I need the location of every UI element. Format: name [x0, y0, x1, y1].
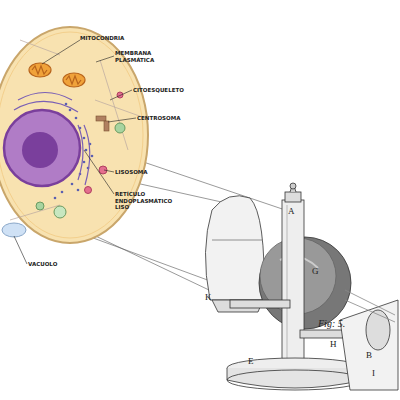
figure-number: Fig: 5.	[318, 318, 345, 329]
part-label: LISOSOMA	[115, 169, 165, 176]
callout-letter: H	[330, 339, 337, 349]
callout-letter: A	[288, 206, 295, 216]
part-label: CENTROSOMA	[137, 115, 197, 122]
part-label: MITOCONDRIA	[80, 35, 140, 42]
callout-letter: B	[366, 350, 372, 360]
part-label: RETÍCULO ENDOPLASMÁTICO LISO	[115, 191, 177, 211]
cell-drawing	[0, 27, 148, 264]
callout-letter: E	[248, 356, 254, 366]
microscope-drawing	[205, 183, 398, 390]
callout-letter: G	[312, 266, 319, 276]
part-label: MEMBRANA PLASMÁTICA	[115, 50, 159, 63]
part-label: VACUOLO	[28, 261, 73, 268]
callout-letter: I	[372, 368, 375, 378]
callout-letter: K	[205, 292, 212, 302]
part-label: CITOESQUELETO	[133, 87, 193, 94]
